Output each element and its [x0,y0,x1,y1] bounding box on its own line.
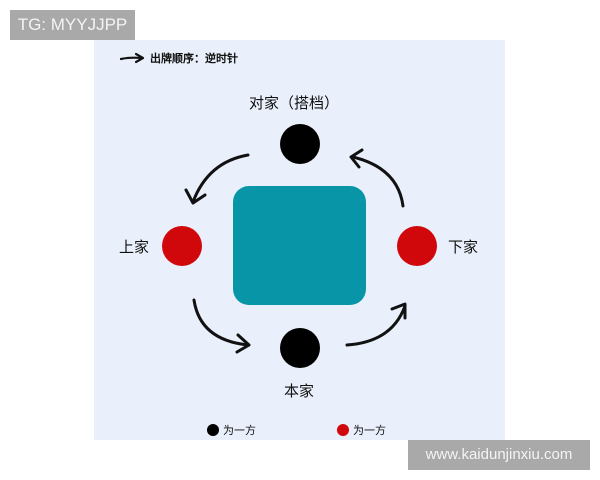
card-table [233,186,366,305]
legend-red-label: 为一方 [353,424,386,437]
label-partner: 对家（搭档） [249,94,340,112]
arrow-right-icon [120,52,145,64]
play-order-text: 出牌顺序：逆时针 [150,52,238,65]
red-dot-icon [337,424,349,436]
player-right-dot [397,226,437,266]
player-left-dot [162,226,202,266]
label-left-player: 上家 [119,238,150,256]
label-right-player: 下家 [448,238,479,256]
legend-red-team: 为一方 [337,422,386,438]
arrow-bottom-to-right-icon [345,304,407,347]
label-self: 本家 [284,382,315,400]
tg-watermark: TG: MYYJJPP [10,10,135,40]
arrow-right-to-top-icon [351,155,405,208]
play-order-legend: 出牌顺序：逆时针 [120,50,238,66]
site-watermark: www.kaidunjinxiu.com [408,440,590,470]
player-partner-dot [280,124,320,164]
black-dot-icon [207,424,219,436]
legend-black-label: 为一方 [223,424,256,437]
legend-black-team: 为一方 [207,422,256,438]
player-self-dot [280,328,320,368]
arrow-left-to-bottom-icon [192,298,250,347]
arrow-top-to-left-icon [191,153,250,204]
